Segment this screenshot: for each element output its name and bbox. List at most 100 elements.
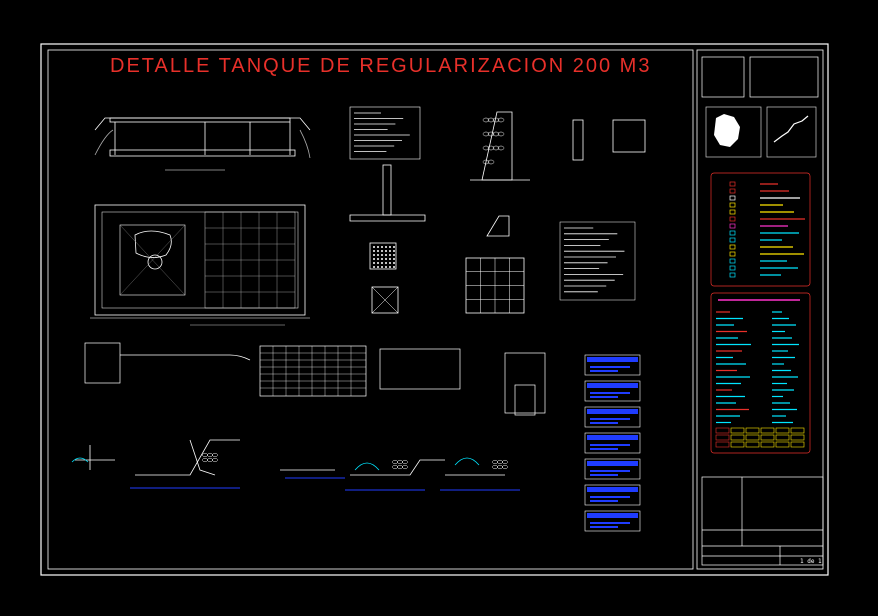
stone-hatch — [502, 459, 508, 465]
stone-hatch — [202, 457, 208, 463]
legend-symbol — [729, 209, 736, 215]
blue-schedule-tables — [584, 354, 641, 532]
stone-hatch — [202, 452, 208, 458]
mesh-dot — [373, 258, 375, 260]
bottom-profile-details — [71, 439, 520, 491]
stone-hatch — [492, 459, 498, 465]
datos-grid-cell — [730, 427, 745, 434]
legend-symbol — [729, 258, 736, 264]
datos-grid-cell — [760, 441, 775, 448]
stone-hatch — [482, 131, 490, 137]
mesh-dot — [389, 254, 391, 256]
mesh-dot — [377, 246, 379, 248]
mesh-dot — [393, 262, 395, 264]
mesh-dot — [377, 258, 379, 260]
schedule-table-frame — [584, 458, 641, 480]
schedule-table-header — [587, 487, 638, 492]
datos-grid-cell — [790, 441, 805, 448]
datos-grid-cell — [730, 434, 745, 441]
mesh-dot — [393, 254, 395, 256]
tank-plan-view — [90, 204, 310, 326]
schedule-table-frame — [584, 380, 641, 402]
stone-hatch — [487, 131, 495, 137]
mesh-dot — [385, 262, 387, 264]
mesh-dot — [389, 266, 391, 268]
sheet-number: 1 de 1 — [800, 558, 822, 565]
stone-hatch — [492, 131, 500, 137]
mesh-dot — [381, 250, 383, 252]
mesh-dot — [389, 258, 391, 260]
datos-grid-cell — [775, 441, 790, 448]
wall-stone-hatch — [482, 117, 505, 165]
mesh-dot — [377, 254, 379, 256]
stone-hatch — [497, 131, 505, 137]
datos-grid-cell — [760, 434, 775, 441]
stone-hatch — [212, 457, 218, 463]
plan-grid-lines — [119, 212, 295, 308]
legend-symbol — [729, 237, 736, 243]
legend-symbol — [729, 272, 736, 278]
mesh-dot — [385, 250, 387, 252]
schedule-table-frame — [584, 510, 641, 532]
mesh-dot — [381, 254, 383, 256]
stone-hatch — [482, 117, 490, 123]
legend-symbol — [729, 223, 736, 229]
column-mesh-pattern — [373, 246, 395, 268]
datos-grid-cell — [715, 427, 730, 434]
mesh-dot — [381, 246, 383, 248]
mesh-dot — [389, 246, 391, 248]
stone-hatch — [397, 459, 403, 465]
mesh-dot — [389, 250, 391, 252]
column-detail — [349, 164, 426, 314]
legend-symbol — [729, 251, 736, 257]
datos-grid-cell — [790, 434, 805, 441]
schedule-table-frame — [584, 354, 641, 376]
mesh-dot — [377, 266, 379, 268]
mesh-dot — [385, 254, 387, 256]
legend-symbol — [729, 181, 736, 187]
datos-grid-cell — [775, 427, 790, 434]
stone-hatch — [392, 464, 398, 470]
stone-hatch — [492, 145, 500, 151]
mesh-dot — [381, 258, 383, 260]
mesh-dot — [381, 266, 383, 268]
title-block-panel — [701, 56, 824, 566]
vent-grid-lines — [466, 258, 524, 313]
mid-row-details — [84, 342, 546, 416]
mesh-dot — [373, 250, 375, 252]
stone-hatch — [497, 459, 503, 465]
stone-hatch — [487, 145, 495, 151]
stone-hatch — [482, 159, 490, 165]
schedule-table-frame — [584, 432, 641, 454]
mesh-dot — [381, 262, 383, 264]
datos-grid-cell — [745, 434, 760, 441]
datos-grid-cell — [745, 441, 760, 448]
legend-symbol — [729, 195, 736, 201]
schedule-table-frame — [584, 484, 641, 506]
stone-hatch — [402, 464, 408, 470]
stone-hatch — [207, 457, 213, 463]
stone-hatch — [492, 464, 498, 470]
mid-row-table-lines — [260, 346, 366, 396]
stone-hatch — [492, 117, 500, 123]
mesh-dot — [393, 246, 395, 248]
legend-symbol — [729, 216, 736, 222]
schedule-table-header — [587, 357, 638, 362]
mesh-dot — [385, 258, 387, 260]
mesh-dot — [393, 266, 395, 268]
general-notes-block — [559, 221, 636, 301]
schedule-table-header — [587, 383, 638, 388]
legend-symbol — [729, 265, 736, 271]
stone-hatch — [212, 452, 218, 458]
datos-grid-cell — [730, 441, 745, 448]
schedule-table-header — [587, 409, 638, 414]
mesh-dot — [377, 250, 379, 252]
general-notes-lines — [564, 227, 625, 293]
stone-hatch — [207, 452, 213, 458]
mesh-dot — [385, 246, 387, 248]
mesh-dot — [373, 266, 375, 268]
stone-hatch — [487, 117, 495, 123]
stone-hatch — [397, 464, 403, 470]
